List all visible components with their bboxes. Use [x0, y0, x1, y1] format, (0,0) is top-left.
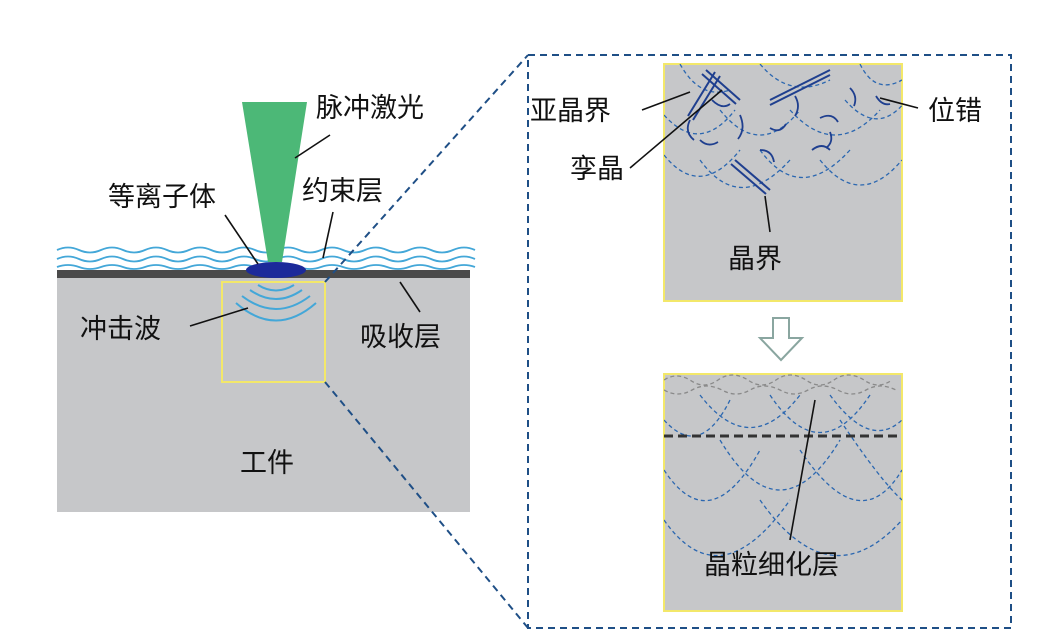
hollow-down-arrow-icon — [757, 317, 805, 362]
label-absorption-layer: 吸收层 — [360, 322, 441, 353]
leader-grain-boundary — [764, 195, 771, 233]
leader-absorption — [399, 281, 421, 313]
leader-dislocation — [879, 97, 919, 109]
grain-boundaries-before — [664, 64, 902, 189]
label-workpiece: 工件 — [240, 448, 294, 479]
label-constraint-layer: 约束层 — [302, 176, 383, 207]
leader-constraint — [322, 211, 334, 259]
microstructure-before-panel — [663, 63, 903, 302]
label-grain-boundary: 晶界 — [728, 244, 782, 275]
label-subgrain-boundary: 亚晶界 — [530, 96, 611, 127]
grain-boundaries-after — [664, 394, 902, 557]
label-grain-refined-layer: 晶粒细化层 — [704, 550, 839, 581]
label-plasma: 等离子体 — [108, 182, 216, 213]
laser-beam — [242, 102, 307, 262]
refined-grains-top — [664, 374, 897, 395]
twin-markers — [687, 69, 831, 195]
label-pulsed-laser: 脉冲激光 — [316, 93, 424, 124]
leader-pulsed-laser — [294, 134, 331, 159]
leader-refined-layer — [789, 399, 816, 541]
label-twin: 孪晶 — [570, 154, 624, 185]
leader-plasma — [224, 214, 259, 265]
zoom-line-top — [324, 54, 529, 283]
zoom-region-box — [221, 281, 326, 383]
plasma-blob — [246, 262, 306, 278]
microstructure-after-panel — [663, 373, 903, 612]
leader-shock — [189, 307, 249, 327]
zoom-frame — [527, 54, 1012, 629]
leader-subgrain — [641, 91, 691, 111]
label-shock-wave: 冲击波 — [80, 314, 161, 345]
leader-twin — [629, 89, 723, 169]
label-dislocation: 位错 — [928, 96, 982, 127]
workpiece-block — [57, 276, 470, 512]
zoom-line-bottom — [324, 381, 529, 629]
lsp-setup-group: 脉冲激光 等离子体 约束层 冲击波 吸收层 工件 — [56, 54, 529, 629]
dislocations — [686, 87, 891, 163]
